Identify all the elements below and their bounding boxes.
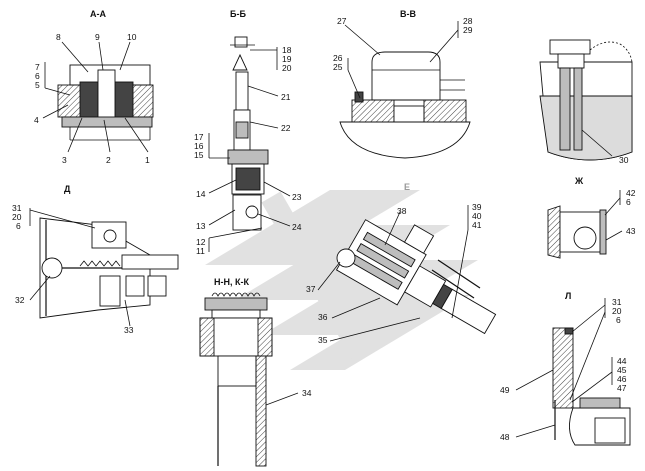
- callout-number: 20: [12, 212, 22, 222]
- callout-number: 44: [617, 356, 627, 366]
- view-d-drawing: [39, 217, 179, 319]
- callout-number: 48: [500, 432, 510, 442]
- callouts-vv: 27 28 29 26 25: [333, 16, 473, 72]
- callout-number: 26: [333, 53, 343, 63]
- section-aa-drawing: [57, 64, 154, 141]
- callouts-bottom: 34: [302, 388, 312, 398]
- callout-number: 49: [500, 385, 510, 395]
- callout-number: 9: [95, 32, 100, 42]
- callout-number: 25: [333, 62, 343, 72]
- callout-number: 3: [62, 155, 67, 165]
- callout-number: 6: [35, 71, 40, 81]
- callout-number: 20: [612, 306, 622, 316]
- section-bb-drawing: [227, 36, 269, 231]
- callout-number: 47: [617, 383, 627, 393]
- callout-number: 8: [56, 32, 61, 42]
- callout-number: 21: [281, 92, 291, 102]
- section-bb-leaders: [208, 47, 291, 252]
- view-d-leaders: [29, 208, 131, 327]
- callout-number: 16: [194, 141, 204, 151]
- section-label-d: Д: [64, 184, 71, 194]
- callout-number: 1: [145, 155, 150, 165]
- callouts-l: 31 20 6 44 45 46 47 49 48: [500, 297, 627, 442]
- callout-number: 6: [626, 197, 631, 207]
- tank-view-drawing: [539, 39, 633, 161]
- callout-number: 45: [617, 365, 627, 375]
- callout-number: 27: [337, 16, 347, 26]
- callout-number: 31: [612, 297, 622, 307]
- callout-number: 4: [34, 115, 39, 125]
- view-e-drawing: [335, 219, 497, 335]
- callout-number: 38: [397, 206, 407, 216]
- callout-number: 24: [292, 222, 302, 232]
- callout-number: 35: [318, 335, 328, 345]
- callouts-d: 31 20 6 32 33: [12, 203, 134, 335]
- callout-number: 17: [194, 132, 204, 142]
- callout-number: 15: [194, 150, 204, 160]
- callout-number: 29: [463, 25, 473, 35]
- section-label-vv: В-В: [400, 9, 416, 19]
- callout-number: 6: [616, 315, 621, 325]
- callouts-zh: 42 6 43: [626, 188, 636, 236]
- callouts-tank: 30: [619, 155, 629, 165]
- section-vv-drawing: [339, 51, 471, 159]
- section-nk-leaders: [265, 392, 299, 406]
- section-label-nk: Н-Н, К-К: [214, 277, 249, 287]
- callout-number: 14: [196, 189, 206, 199]
- callout-number: 43: [626, 226, 636, 236]
- view-l-leaders: [515, 298, 613, 438]
- callout-number: 20: [282, 63, 292, 73]
- callout-number: 7: [35, 62, 40, 72]
- section-nk-drawing: [199, 292, 273, 467]
- section-aa-leaders: [42, 41, 149, 153]
- callouts-e: 38 39 40 41 37 36 35: [306, 202, 482, 345]
- view-l-drawing: [552, 327, 631, 446]
- callout-number: 34: [302, 388, 312, 398]
- section-label-l: Л: [565, 291, 571, 301]
- callout-number: 23: [292, 192, 302, 202]
- callout-number: 5: [35, 80, 40, 90]
- callouts-bb: 18 19 20 21 22 17 16 15 14 23 13 24 12 1…: [194, 45, 302, 256]
- callout-number: 46: [617, 374, 627, 384]
- callouts-aa: 8 9 10 7 6 5 4 3 2 1: [34, 32, 150, 165]
- callout-number: 32: [15, 295, 25, 305]
- callout-number: 33: [124, 325, 134, 335]
- callout-number: 11: [196, 246, 205, 256]
- callout-number: 42: [626, 188, 636, 198]
- view-zh-leaders: [604, 190, 623, 241]
- callout-number: 10: [127, 32, 137, 42]
- callout-number: 19: [282, 54, 292, 64]
- tank-view-leaders: [581, 129, 613, 157]
- callout-number: 13: [196, 221, 206, 231]
- callout-number: 2: [106, 155, 111, 165]
- callout-number: 28: [463, 16, 473, 26]
- section-label-bb: Б-Б: [230, 9, 246, 19]
- callout-number: 6: [16, 221, 21, 231]
- callout-number: 39: [472, 202, 482, 212]
- section-vv-leaders: [344, 21, 459, 99]
- view-e-leaders: [317, 205, 469, 342]
- callout-number: 41: [472, 220, 482, 230]
- callout-number: 36: [318, 312, 328, 322]
- section-label-aa: А-А: [90, 9, 106, 19]
- callout-number: 30: [619, 155, 629, 165]
- view-zh-drawing: [547, 205, 607, 259]
- section-label-zh: Ж: [574, 176, 584, 186]
- section-label-e: Е: [404, 182, 410, 192]
- callout-number: 22: [281, 123, 291, 133]
- callout-number: 31: [12, 203, 22, 213]
- callout-number: 18: [282, 45, 292, 55]
- callout-number: 40: [472, 211, 482, 221]
- callout-number: 37: [306, 284, 316, 294]
- callout-number: 12: [196, 237, 206, 247]
